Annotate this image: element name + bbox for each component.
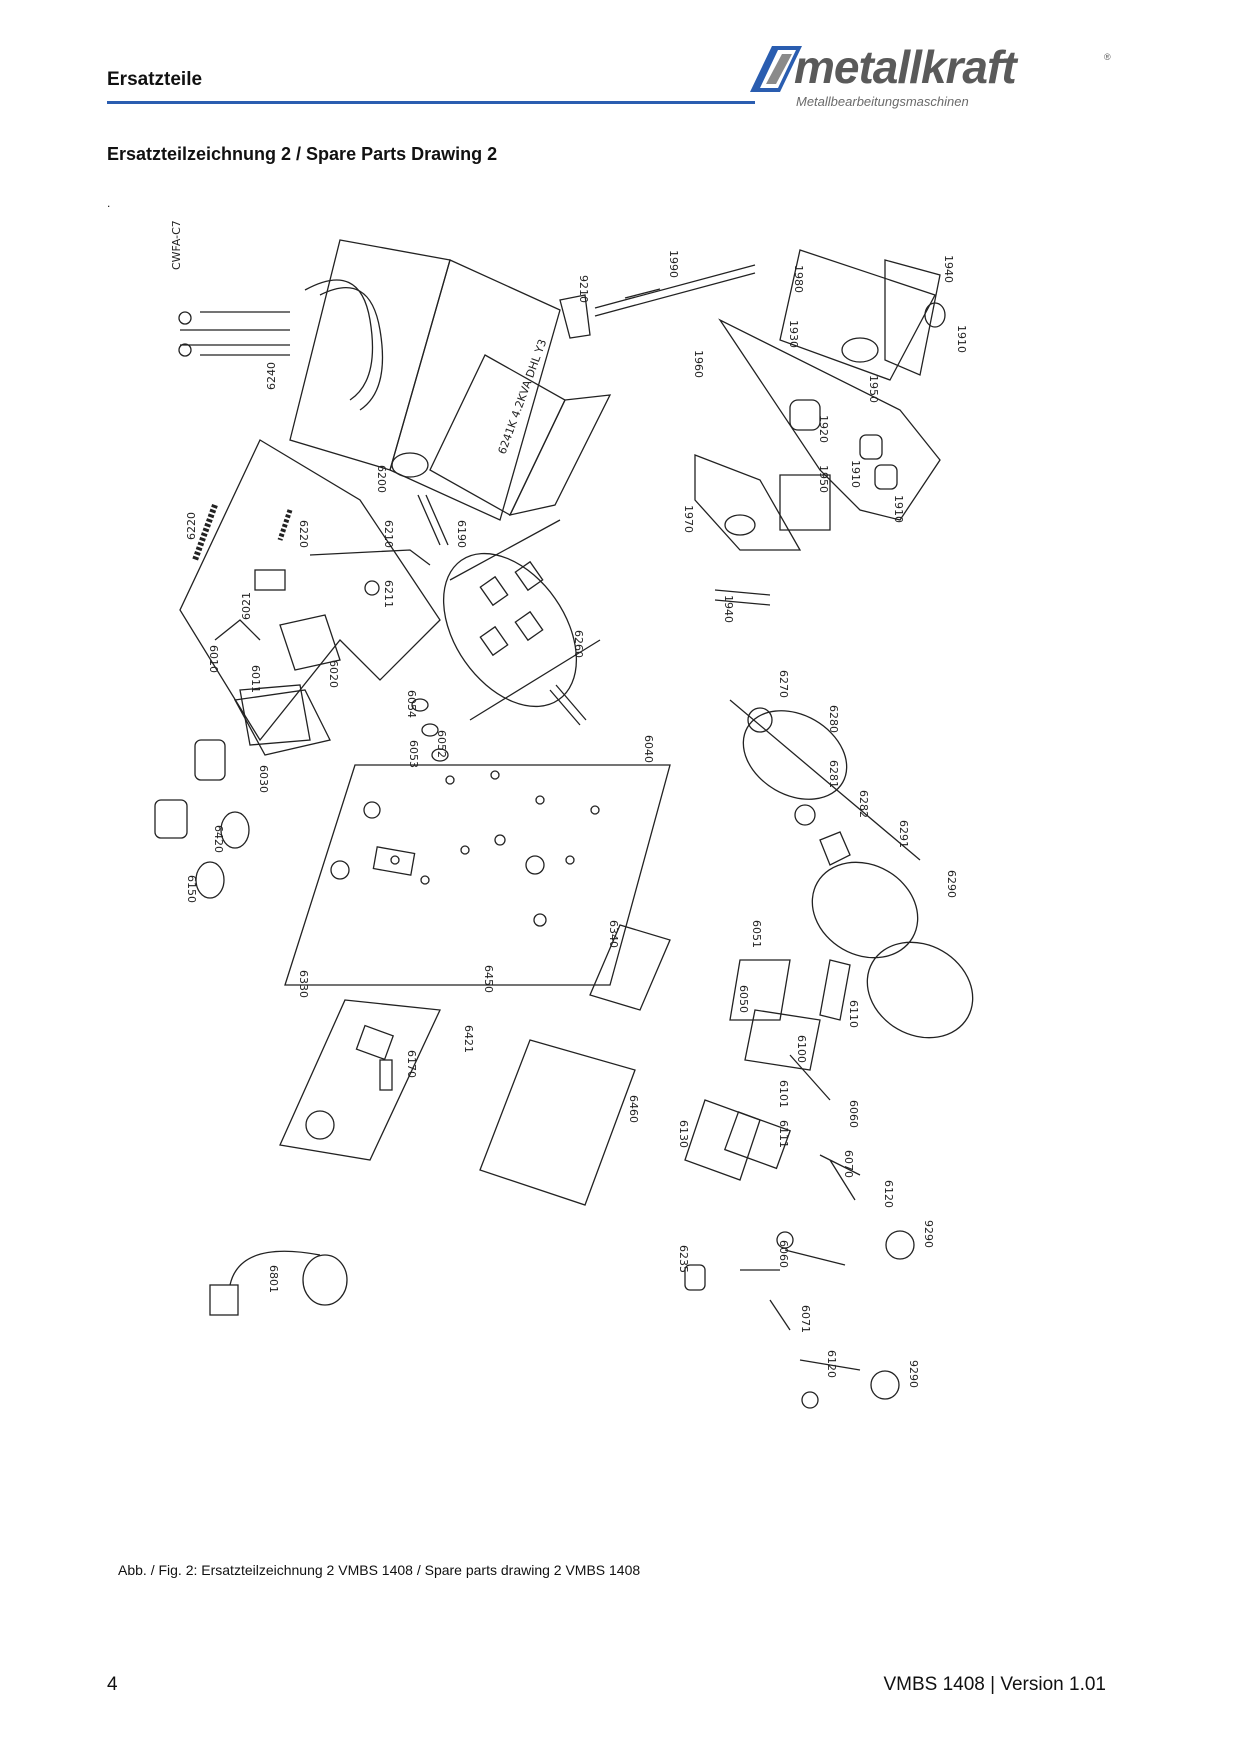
part-label: 6340 — [607, 920, 620, 948]
part-label: 6021 — [240, 592, 253, 620]
part-label: 1970 — [682, 505, 695, 533]
part-label: 9290 — [922, 1220, 935, 1248]
part-label: 6120 — [825, 1350, 838, 1378]
transformer-box-part — [429, 354, 612, 516]
part-label: 6220 — [185, 512, 198, 540]
section-title: Ersatzteilzeichnung 2 / Spare Parts Draw… — [107, 144, 498, 164]
part-label: 6280 — [827, 705, 840, 733]
part-label: 1950 — [867, 375, 880, 403]
header-rule — [107, 101, 755, 104]
part-label: 1910 — [892, 495, 905, 523]
logo-subtitle: Metallbearbeitungsmaschinen — [796, 94, 969, 109]
lower-lever-set-part — [684, 1099, 915, 1409]
part-label: 1920 — [817, 415, 830, 443]
part-label: 6260 — [572, 630, 585, 658]
part-label: 6052 — [435, 730, 448, 758]
part-label: 1990 — [667, 250, 680, 278]
part-label: 6282 — [857, 790, 870, 818]
lever-rod-part — [559, 264, 756, 339]
part-label: 6291 — [897, 820, 910, 848]
part-label: 6111 — [777, 1120, 790, 1148]
part-label: 1910 — [955, 325, 968, 353]
part-label: 1930 — [787, 320, 800, 348]
part-label: 1940 — [722, 595, 735, 623]
part-label: 6020 — [327, 660, 340, 688]
part-label: 6051 — [750, 920, 763, 948]
small-bracket-set-part — [729, 959, 851, 1101]
logo-wordmark: metallkraft — [794, 41, 1017, 93]
part-label: 6211 — [382, 580, 395, 608]
control-panel-part — [279, 999, 441, 1161]
bracket-assembly-part — [694, 249, 946, 606]
part-label: 6241K 4.2KVA DHL Y3 — [496, 338, 550, 456]
hand-lamp-part — [209, 1250, 348, 1316]
part-label: 6190 — [455, 520, 468, 548]
header-title: Ersatzteile — [107, 69, 203, 90]
part-label: 6053 — [407, 740, 420, 768]
part-label: 6220 — [297, 520, 310, 548]
part-label: 6270 — [777, 670, 790, 698]
part-label: 9210 — [577, 275, 590, 303]
part-label: 1910 — [849, 460, 862, 488]
part-label: 6801 — [267, 1265, 280, 1293]
pulley-assembly-part — [729, 699, 974, 1039]
part-label: 6130 — [677, 1120, 690, 1148]
part-label: 6330 — [297, 970, 310, 998]
part-label: 6460 — [627, 1095, 640, 1123]
part-label: 6060 — [777, 1240, 790, 1268]
part-label: 6050 — [737, 985, 750, 1013]
part-label: 6200 — [375, 465, 388, 493]
logo-mark-icon — [750, 46, 802, 92]
logo-registered: ® — [1104, 52, 1111, 62]
dot-mark: . — [107, 196, 111, 210]
part-label: 1940 — [942, 255, 955, 283]
washer-set-part — [411, 698, 449, 762]
part-label: 1950 — [817, 465, 830, 493]
part-label: 6010 — [207, 645, 220, 673]
spare-parts-drawing: CWFA-C72 6241K 4.2KVA DHL Y3 6240 9210 1… — [154, 220, 974, 1409]
part-label: 1960 — [692, 350, 705, 378]
part-label: 6281 — [827, 760, 840, 788]
main-plate-part — [284, 764, 671, 986]
cover-plate-part — [479, 924, 671, 1206]
page-number: 4 — [107, 1674, 118, 1695]
figure-caption: Abb. / Fig. 2: Ersatzteilzeichnung 2 VMB… — [118, 1562, 641, 1578]
part-label: 6170 — [405, 1050, 418, 1078]
part-label: 6421 — [462, 1025, 475, 1053]
part-label: CWFA-C72 — [170, 220, 183, 270]
part-label: 6240 — [265, 362, 278, 390]
switch-assembly-part — [179, 439, 449, 756]
part-label: 9290 — [907, 1360, 920, 1388]
motor-part — [442, 519, 601, 726]
part-label: 6054 — [405, 690, 418, 718]
part-label: 6420 — [212, 825, 225, 853]
part-label-set: CWFA-C72 6241K 4.2KVA DHL Y3 6240 9210 1… — [170, 220, 968, 1388]
part-label: 6101 — [777, 1080, 790, 1108]
part-label: 6060 — [847, 1100, 860, 1128]
part-label: 6290 — [945, 870, 958, 898]
part-label: 6150 — [185, 875, 198, 903]
part-label: 6450 — [482, 965, 495, 993]
connector-set-part — [154, 739, 250, 899]
part-label: 6100 — [795, 1035, 808, 1063]
part-label: 6071 — [799, 1305, 812, 1333]
part-label: 6235 — [677, 1245, 690, 1273]
part-label: 6210 — [382, 520, 395, 548]
part-label: 1980 — [792, 265, 805, 293]
part-label: 6110 — [847, 1000, 860, 1028]
document-version: VMBS 1408 | Version 1.01 — [883, 1674, 1106, 1695]
part-label: 6120 — [882, 1180, 895, 1208]
part-label: 6070 — [842, 1150, 855, 1178]
part-label: 6011 — [249, 665, 262, 693]
metallkraft-logo: metallkraft ® Metallbearbeitungsmaschine… — [750, 41, 1112, 112]
part-label: 6030 — [257, 765, 270, 793]
transformer-part — [178, 239, 561, 521]
part-label: 6040 — [642, 735, 655, 763]
